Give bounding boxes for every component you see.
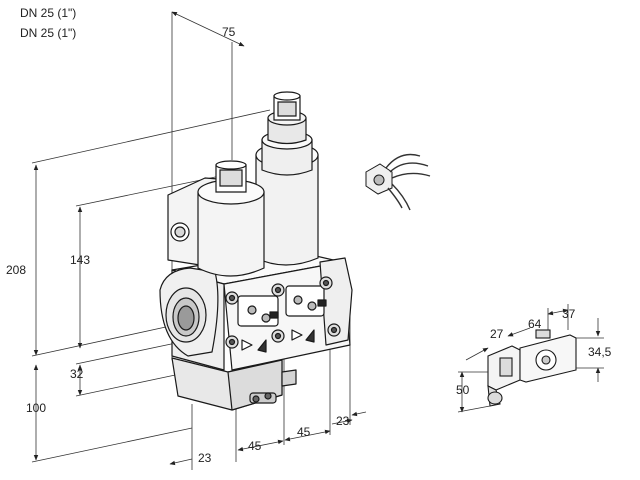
detail-dim-50: 50 bbox=[456, 383, 470, 397]
dim-45-a: 45 bbox=[248, 439, 262, 453]
dim-32: 32 bbox=[70, 367, 84, 381]
detail-dim-27: 27 bbox=[490, 327, 504, 341]
connector-plug-icon bbox=[365, 153, 431, 211]
dimension-labels: 75 208 143 32 100 23 45 45 23 27 64 37 3… bbox=[6, 25, 612, 465]
title-line-2: DN 25 (1") bbox=[20, 26, 77, 40]
dim-23-right: 23 bbox=[336, 414, 350, 428]
detail-dimension-lines bbox=[457, 304, 604, 413]
dim-143: 143 bbox=[70, 253, 90, 267]
detail-dim-64: 64 bbox=[528, 317, 542, 331]
detail-dim-34-5: 34,5 bbox=[588, 345, 612, 359]
dim-75: 75 bbox=[222, 25, 236, 39]
dim-208: 208 bbox=[6, 263, 26, 277]
dim-45-b: 45 bbox=[297, 425, 311, 439]
solenoid-coils bbox=[197, 91, 319, 277]
connector-detail-drawing bbox=[487, 329, 577, 407]
title-line-1: DN 25 (1") bbox=[20, 6, 77, 20]
detail-dim-37: 37 bbox=[562, 307, 576, 321]
dim-100: 100 bbox=[26, 401, 46, 415]
dim-23-left: 23 bbox=[198, 451, 212, 465]
